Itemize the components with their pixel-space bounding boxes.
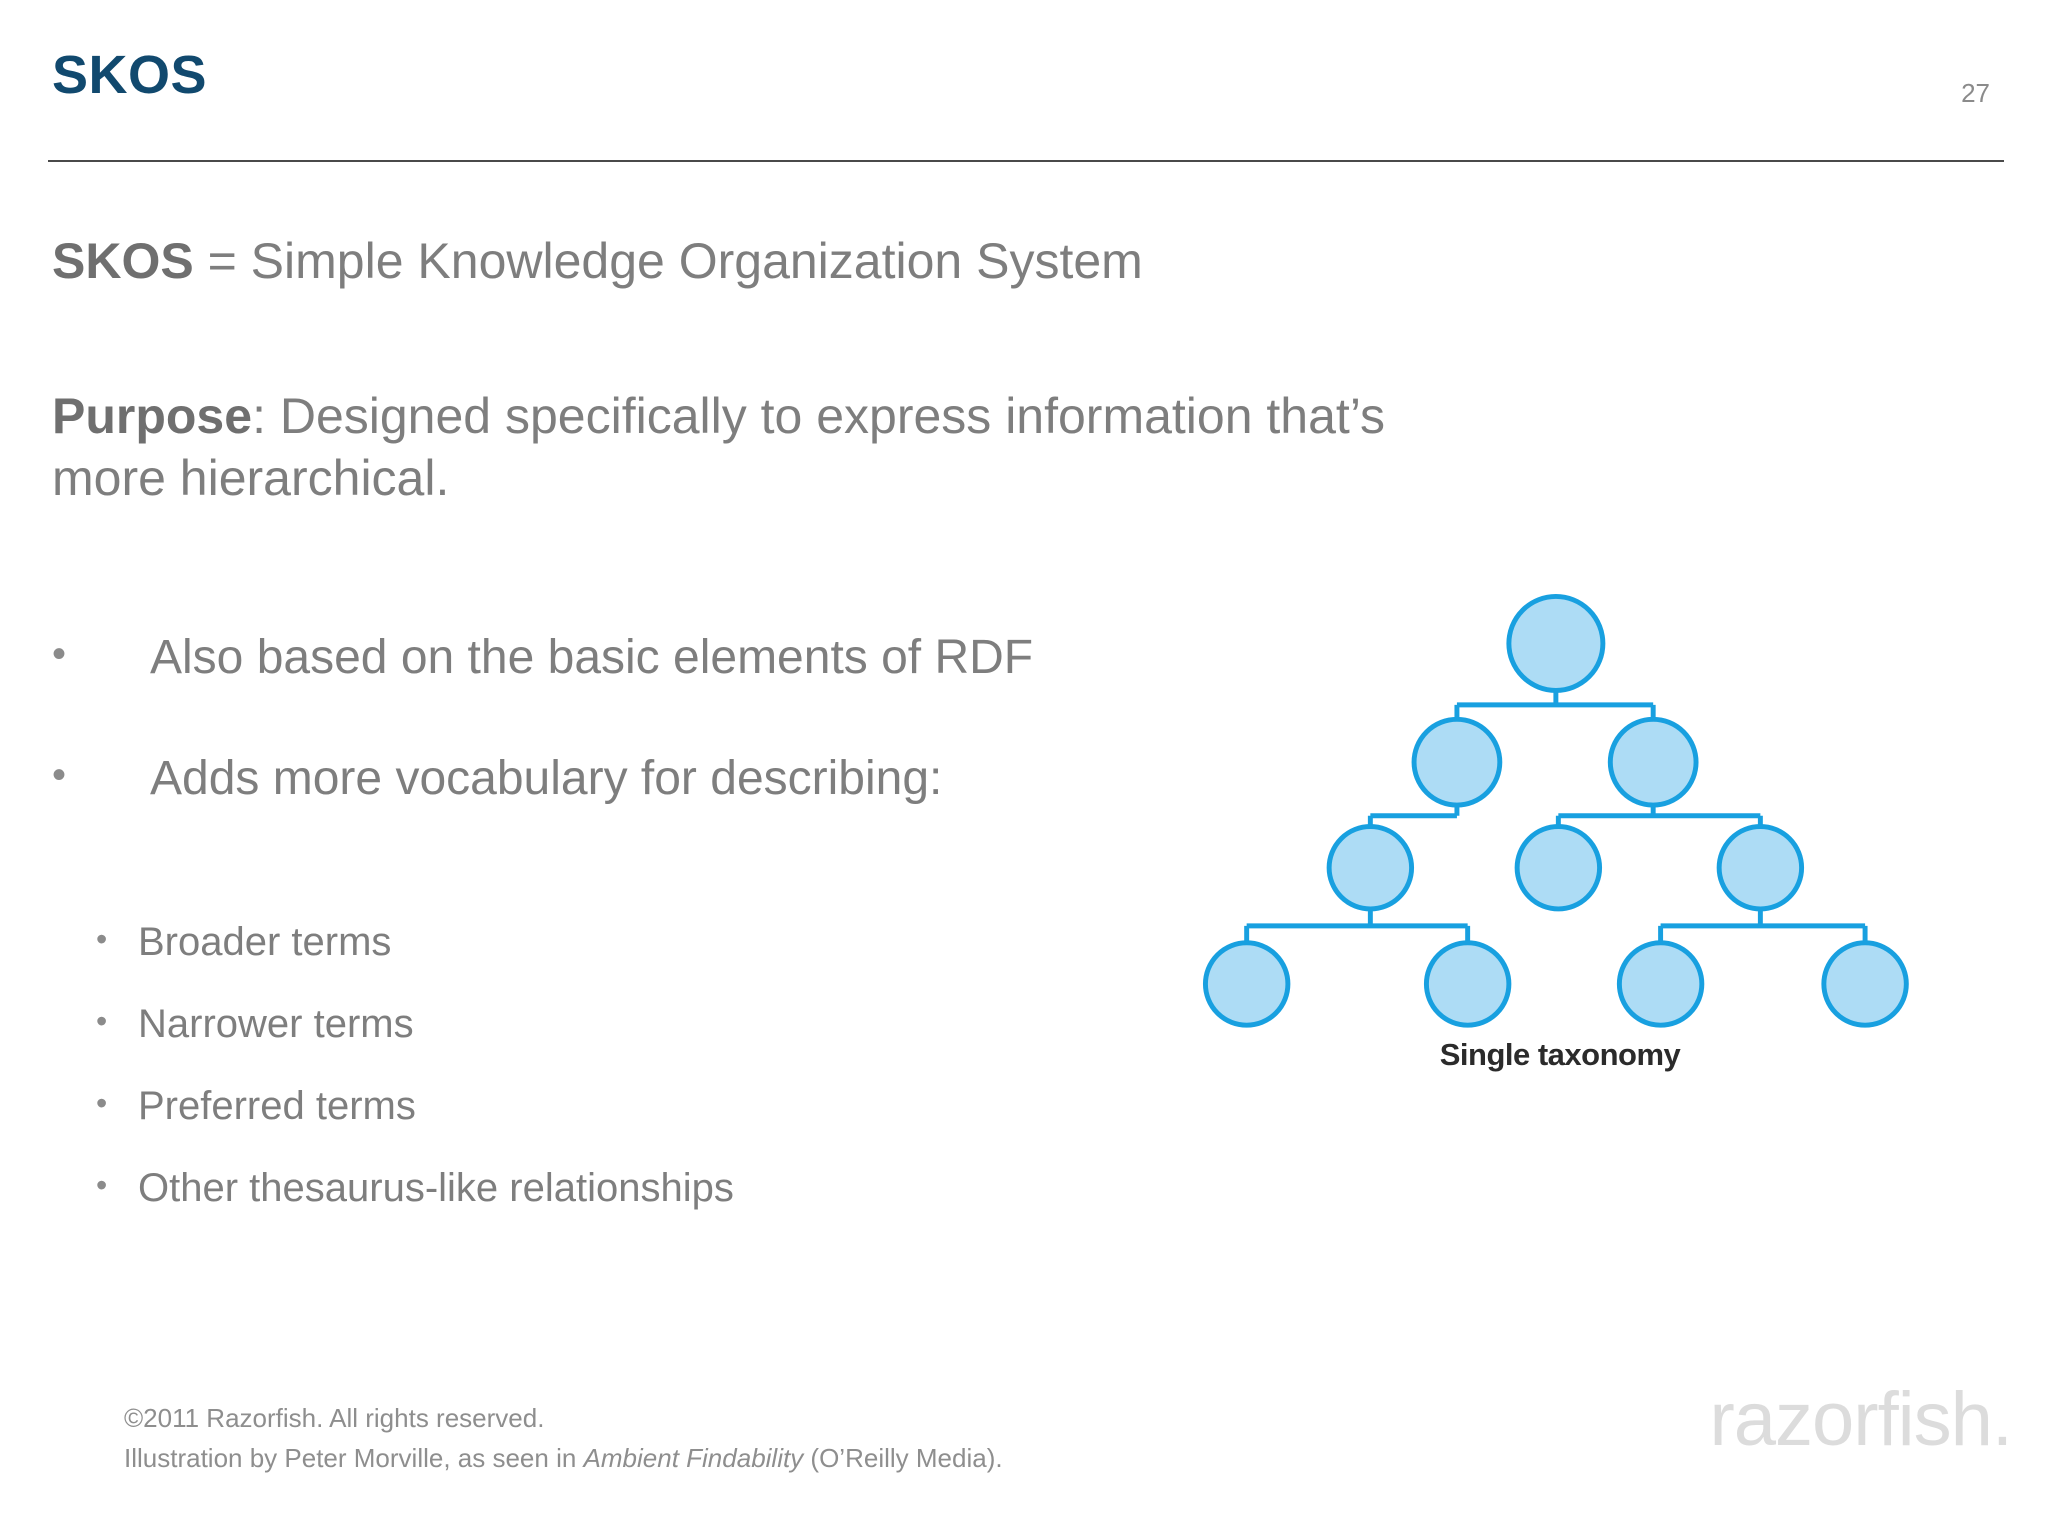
slide-body: SKOS = Simple Knowledge Organization Sys… — [52, 230, 1482, 510]
bullet-item: • Adds more vocabulary for describing: — [52, 751, 1052, 806]
sub-bullet-marker-icon: • — [96, 1085, 108, 1121]
tree-node-circle — [1716, 824, 1805, 912]
slide-header: SKOS 27 — [0, 0, 2048, 162]
sub-bullet-label: Preferred terms — [138, 1084, 416, 1128]
sub-bullet-list: • Broader terms • Narrower terms • Prefe… — [96, 920, 1096, 1248]
credit-suffix: (O’Reilly Media). — [803, 1443, 1003, 1474]
illustration-credit: Illustration by Peter Morville, as seen … — [124, 1438, 1003, 1478]
tree-edge — [1244, 908, 1471, 943]
purpose-term: Purpose — [52, 387, 253, 444]
footer-text-block: ©2011 Razorfish. All rights reserved. Il… — [124, 1398, 1003, 1479]
tree-edge-group — [1244, 690, 1868, 943]
sub-bullet-label: Broader terms — [138, 920, 392, 964]
bullet-label: Also based on the basic elements of RDF — [150, 631, 1034, 684]
tree-node-circle — [1514, 824, 1603, 912]
sub-bullet-item: • Narrower terms — [96, 1002, 1096, 1047]
sub-bullet-label: Other thesaurus-like relationships — [138, 1166, 734, 1210]
main-bullet-list: • Also based on the basic elements of RD… — [52, 630, 1052, 872]
page-title: SKOS — [52, 45, 208, 105]
definition-rest: = Simple Knowledge Organization System — [193, 233, 1143, 289]
bullet-item: • Also based on the basic elements of RD… — [52, 630, 1052, 685]
credit-book-title: Ambient Findability — [583, 1443, 804, 1474]
bullet-label: Adds more vocabulary for describing: — [150, 752, 943, 805]
sub-bullet-item: • Preferred terms — [96, 1084, 1096, 1129]
header-divider — [48, 160, 2004, 162]
tree-edge — [1658, 908, 1868, 943]
purpose-rest: : Designed specifically to express infor… — [52, 387, 1386, 507]
tree-node-circle — [1423, 940, 1512, 1028]
taxonomy-tree-diagram — [1202, 593, 1909, 1028]
sub-bullet-item: • Other thesaurus-like relationships — [96, 1166, 1096, 1211]
tree-node-circle — [1607, 716, 1699, 808]
purpose-paragraph: Purpose: Designed specifically to expres… — [52, 385, 1482, 510]
tree-node-circle — [1821, 940, 1909, 1028]
definition-term: SKOS — [52, 233, 194, 289]
sub-bullet-item: • Broader terms — [96, 920, 1096, 965]
sub-bullet-marker-icon: • — [96, 1167, 108, 1203]
page-number: 27 — [1961, 78, 1990, 108]
taxonomy-figure: Single taxonomy — [1120, 575, 2000, 1095]
tree-edge — [1555, 805, 1763, 827]
tree-node-circle — [1506, 593, 1606, 693]
tree-node-circle — [1202, 940, 1291, 1028]
tree-node-circle — [1616, 940, 1705, 1028]
tree-edge — [1454, 690, 1656, 720]
bullet-marker-icon: • — [52, 632, 67, 676]
tree-edge — [1367, 805, 1460, 827]
bullet-marker-icon: • — [52, 753, 67, 797]
definition-paragraph: SKOS = Simple Knowledge Organization Sys… — [52, 230, 1482, 293]
sub-bullet-marker-icon: • — [96, 921, 108, 957]
sub-bullet-label: Narrower terms — [138, 1002, 414, 1046]
razorfish-logo: razorfish. — [1709, 1377, 2013, 1462]
figure-caption: Single taxonomy — [1439, 1037, 1681, 1072]
tree-node-circle — [1411, 716, 1503, 808]
copyright-line: ©2011 Razorfish. All rights reserved. — [124, 1403, 545, 1433]
tree-node-group — [1202, 593, 1909, 1028]
tree-node-circle — [1326, 824, 1415, 912]
slide-footer: ©2011 Razorfish. All rights reserved. Il… — [0, 1366, 2048, 1536]
sub-bullet-marker-icon: • — [96, 1003, 108, 1039]
credit-prefix: Illustration by Peter Morville, as seen … — [124, 1443, 584, 1474]
